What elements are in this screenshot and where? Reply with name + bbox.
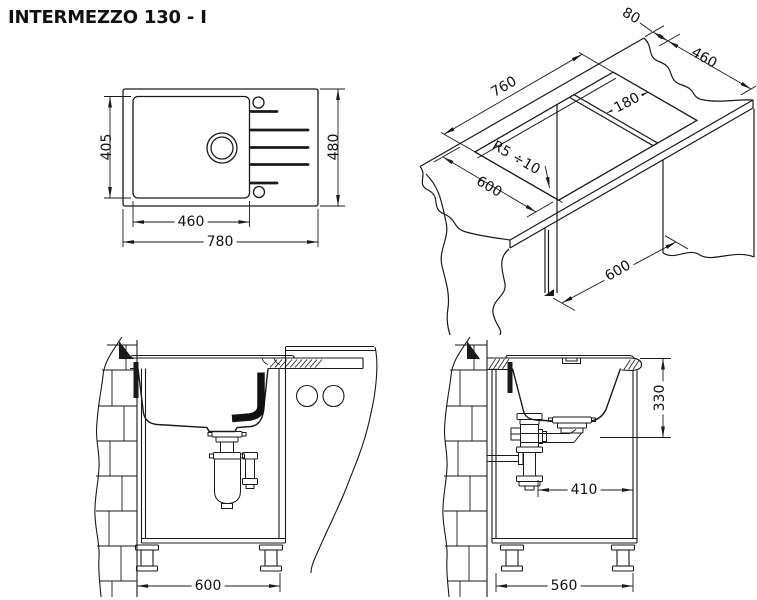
side-section-view xyxy=(442,336,671,598)
plan-view xyxy=(104,88,345,247)
mounting-clip xyxy=(507,362,513,393)
dim-410-label: 410 xyxy=(567,483,601,497)
mounting-clip xyxy=(133,362,139,398)
drawing-title: INTERMEZZO 130 - I xyxy=(8,7,207,28)
break-line xyxy=(310,346,378,574)
break-line xyxy=(662,251,755,259)
dim-405-label: 405 xyxy=(99,133,115,161)
wall-break-line xyxy=(442,336,471,598)
overflow-pipe xyxy=(231,372,265,423)
dim-480-label: 480 xyxy=(326,133,342,161)
radius-leader xyxy=(544,165,550,189)
drainer-grooves xyxy=(249,110,310,185)
siphon-trap xyxy=(207,431,258,509)
dim-330-label: 330 xyxy=(652,381,668,415)
drain-icon xyxy=(206,132,238,164)
break-line xyxy=(425,173,451,336)
cabinet-feet xyxy=(134,544,284,572)
isometric-view xyxy=(419,22,757,336)
wall-break-line xyxy=(94,336,123,598)
break-line xyxy=(492,248,510,336)
front-section-view xyxy=(94,336,378,598)
brick-courses xyxy=(444,344,487,597)
dim-600-front-label: 600 xyxy=(191,579,225,593)
section-hatch xyxy=(269,359,323,368)
hole-icon xyxy=(295,384,319,408)
overflow-slot xyxy=(562,358,581,364)
dim-560-label: 560 xyxy=(547,579,581,593)
cabinet-feet xyxy=(499,544,636,572)
bowl-section xyxy=(137,368,269,433)
tap-hole-icon xyxy=(252,185,266,199)
break-line xyxy=(419,166,511,248)
section-hatch xyxy=(488,358,640,370)
tap-hole-icon xyxy=(252,96,265,109)
dim-780-label: 780 xyxy=(203,235,237,249)
drain-trap xyxy=(487,413,596,491)
hole-icon xyxy=(322,384,345,408)
dim-460-plan-label: 460 xyxy=(174,215,208,229)
